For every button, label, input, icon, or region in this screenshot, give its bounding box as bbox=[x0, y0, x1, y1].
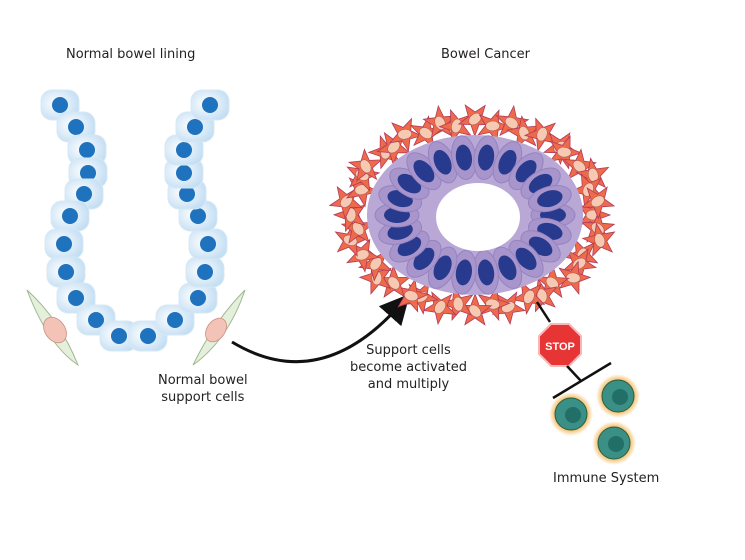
activation-arrow bbox=[231, 293, 410, 364]
normal-bowel-crypt bbox=[40, 89, 230, 352]
activated-support-cell bbox=[347, 148, 383, 182]
activation-label-line2: become activated bbox=[350, 360, 467, 375]
normal-lining-title: Normal bowel lining bbox=[66, 47, 196, 62]
activated-support-cell bbox=[558, 260, 592, 296]
epithelial-cell bbox=[188, 228, 228, 260]
immune-cell bbox=[549, 392, 593, 436]
normal-support-cell-right bbox=[192, 289, 246, 366]
epithelial-cell bbox=[190, 89, 230, 121]
stop-to-bar-line bbox=[566, 365, 582, 382]
immune-system-label: Immune System bbox=[553, 471, 660, 486]
activated-support-cell bbox=[523, 117, 558, 152]
inhibition-bar bbox=[552, 361, 612, 400]
epithelial-cell bbox=[67, 134, 107, 166]
activated-support-cell bbox=[389, 117, 423, 152]
normal-support-label-line1: Normal bowel bbox=[158, 373, 248, 388]
epithelial-cell bbox=[50, 200, 90, 232]
cancer-cell bbox=[427, 246, 458, 289]
activated-support-cell bbox=[495, 104, 530, 139]
cancer-cell bbox=[406, 239, 442, 278]
cancer-cell bbox=[427, 141, 458, 184]
normal-support-cell-left bbox=[26, 289, 80, 367]
normal-support-label-line2: support cells bbox=[161, 390, 245, 405]
immune-cell bbox=[592, 421, 636, 465]
epithelial-cell bbox=[185, 256, 225, 288]
normal-support-label: Normal bowel support cells bbox=[158, 372, 248, 406]
cancer-cell bbox=[451, 135, 477, 180]
tumor-lumen bbox=[436, 183, 520, 251]
cancer-cell bbox=[451, 250, 477, 295]
activation-label-line3: and multiply bbox=[367, 377, 450, 392]
activated-support-cell bbox=[581, 222, 616, 257]
epithelial-cell bbox=[155, 304, 195, 336]
activated-support-cell bbox=[422, 291, 457, 326]
activation-label: Support cells become activated and multi… bbox=[350, 342, 467, 393]
activated-support-cell bbox=[376, 264, 411, 298]
immune-cell bbox=[596, 374, 640, 418]
activated-support-cell bbox=[395, 278, 430, 313]
cancer-cell bbox=[473, 135, 499, 180]
activated-support-cell bbox=[511, 280, 546, 315]
tumor-cross-section bbox=[328, 104, 616, 326]
cancer-cell bbox=[527, 185, 572, 213]
epithelial-cell bbox=[99, 320, 139, 352]
epithelial-cell bbox=[44, 228, 84, 260]
epithelial-cell bbox=[46, 256, 86, 288]
stop-sign-icon: STOP bbox=[538, 323, 582, 367]
cancer-cell bbox=[508, 239, 544, 278]
activated-support-cell bbox=[506, 115, 541, 150]
activated-support-cell bbox=[580, 186, 616, 220]
tumor-to-stop-line bbox=[535, 301, 552, 323]
bowel-cancer-title: Bowel Cancer bbox=[441, 47, 531, 62]
stop-text: STOP bbox=[545, 341, 575, 353]
cancer-cell bbox=[492, 246, 523, 289]
activation-label-line1: Support cells bbox=[366, 343, 451, 358]
